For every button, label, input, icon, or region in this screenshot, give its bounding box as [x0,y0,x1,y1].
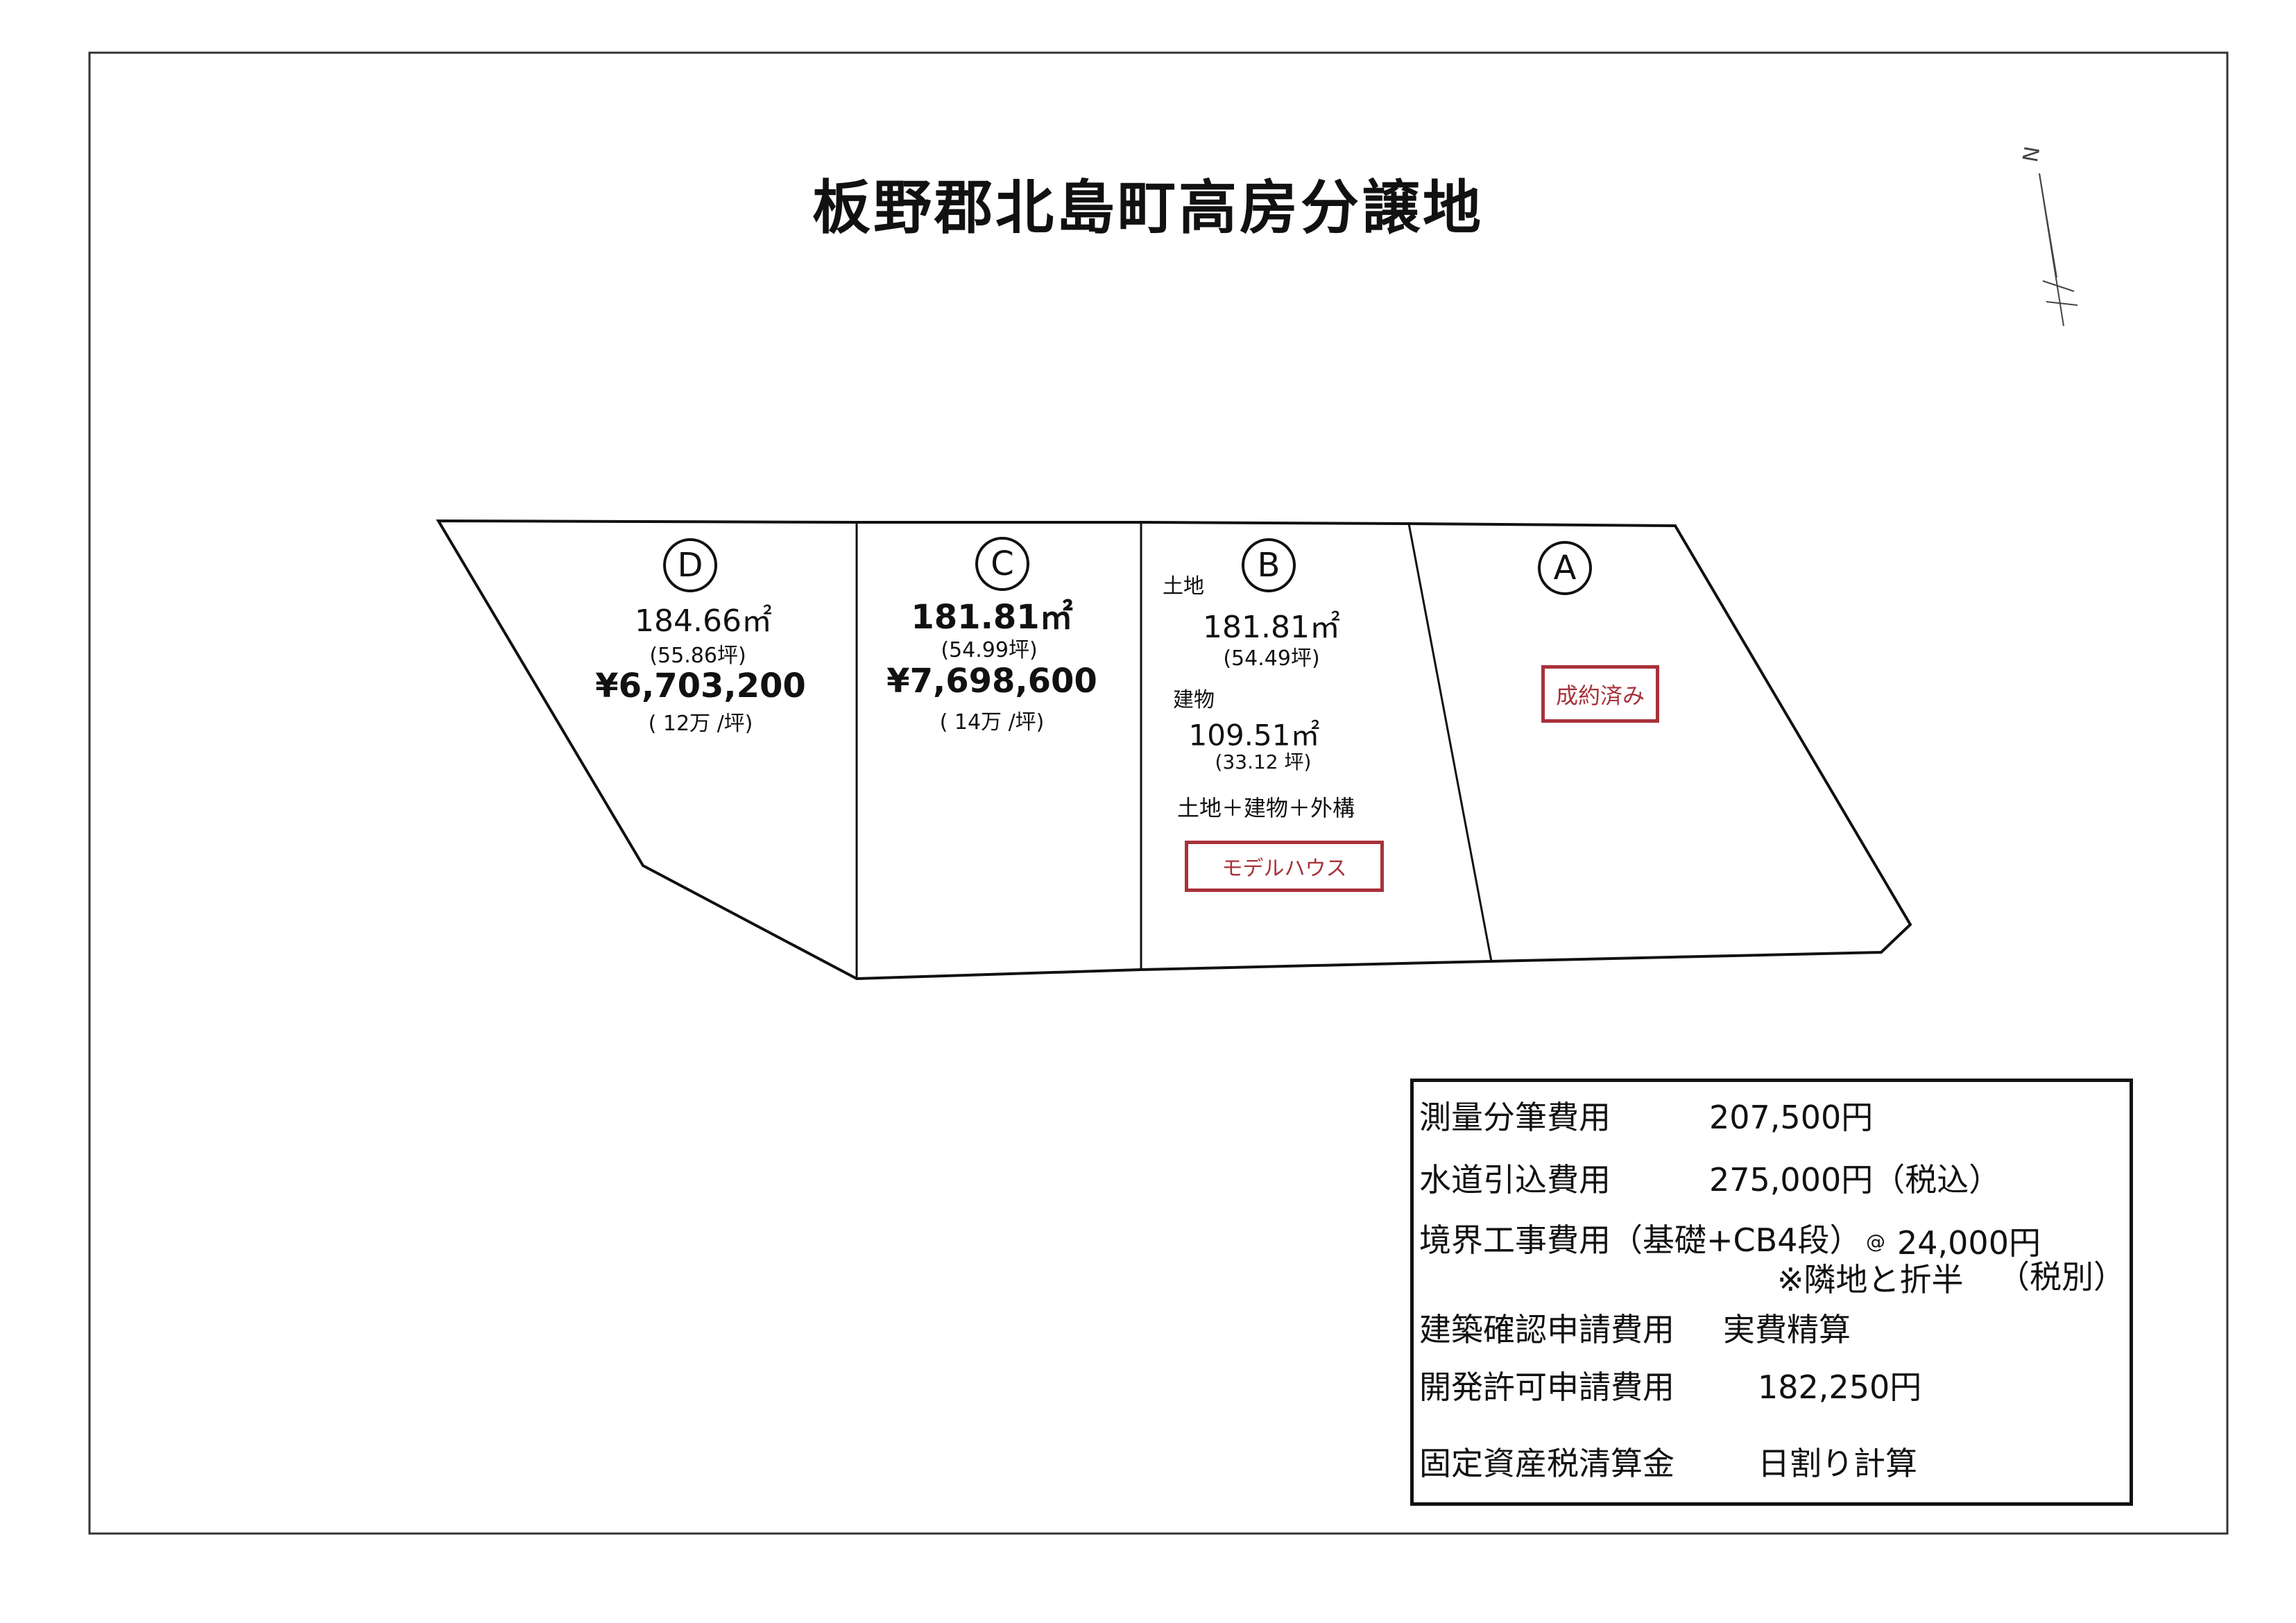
cost-label-boundary: 境界工事費用（基礎+CB4段） [1419,1221,1862,1259]
page-border [88,51,2229,1535]
cost-table [1410,1079,2133,1506]
lot-c-unit-price: ( 14万 /坪) [939,710,1045,735]
cost-value-boundary: 24,000円 [1897,1224,2041,1262]
cost-prefix-boundary: @ [1866,1230,1885,1253]
cost-label-development-permit: 開発許可申請費用 [1419,1368,1674,1406]
lot-b-tsubo: (54.49坪) [1223,646,1320,671]
lot-c-marker: C [975,537,1029,591]
cost-value-building-confirmation: 実費精算 [1723,1311,1851,1348]
cost-value-survey: 207,500円 [1709,1099,1874,1136]
lot-d-price: ¥6,703,200 [595,667,806,705]
sold-badge: 成約済み [1541,665,1659,723]
cost-note2-boundary: （税別） [1998,1258,2125,1296]
lot-b-building-label: 建物 [1173,688,1215,712]
page-title: 板野郡北島町高房分譲地 [812,173,1484,242]
north-arrow-icon [2039,173,2078,327]
lot-b-package: 土地＋建物＋外構 [1176,795,1355,821]
cost-label-building-confirmation: 建築確認申請費用 [1419,1311,1674,1348]
subdivision-outline [436,519,1912,981]
cost-value-water: 275,000円（税込） [1709,1161,2001,1199]
lot-a-marker: A [1538,541,1592,595]
cost-label-property-tax: 固定資産税清算金 [1419,1445,1674,1482]
cost-note-boundary: ※隣地と折半 [1777,1261,1964,1298]
lot-b-building-area: 109.51㎡ [1188,718,1320,753]
lot-d-unit-price: ( 12万 /坪) [648,712,753,736]
cost-value-development-permit: 182,250円 [1758,1368,1922,1406]
lot-d-area: 184.66㎡ [635,603,772,639]
lot-divider-b-a [1407,523,1493,962]
cost-value-property-tax: 日割り計算 [1758,1445,1917,1482]
lot-b-building-tsubo: (33.12 坪) [1215,750,1312,773]
lot-c-price: ¥7,698,600 [886,662,1097,701]
cost-label-survey: 測量分筆費用 [1419,1099,1611,1136]
lot-d-tsubo: (55.86坪) [649,644,746,668]
lot-b-area: 181.81㎡ [1203,610,1340,645]
lot-d-marker: D [663,538,717,592]
lot-b-marker: B [1242,538,1296,592]
lot-b-land-label: 土地 [1163,574,1204,599]
lot-c-tsubo: (54.99坪) [941,638,1038,662]
lot-c-area: 181.81㎡ [911,598,1073,637]
model-house-badge: モデルハウス [1185,841,1384,892]
cost-label-water: 水道引込費用 [1419,1161,1611,1199]
